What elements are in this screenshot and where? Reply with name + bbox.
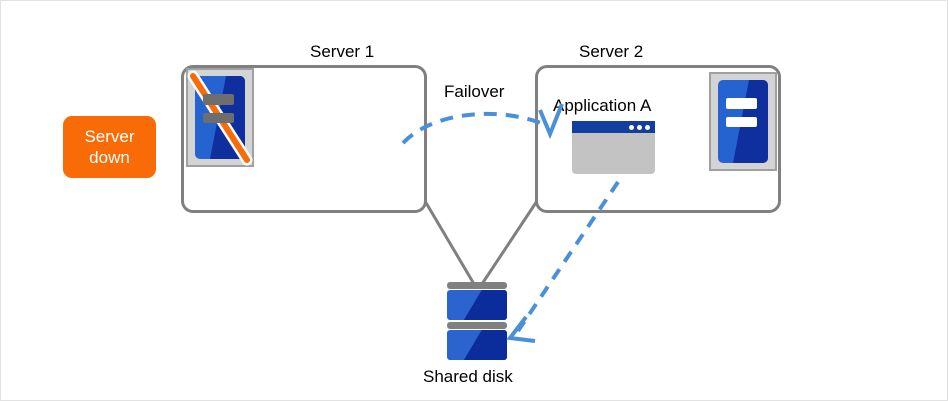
server1-label: Server 1 <box>310 42 375 61</box>
window-dot-1 <box>629 124 634 130</box>
server-icon-disabled <box>186 68 254 167</box>
failover-label: Failover <box>444 82 505 101</box>
server-icon <box>709 72 777 171</box>
application-a-label: Application A <box>553 96 652 115</box>
app-window-icon <box>572 121 655 174</box>
window-dot-2 <box>637 124 642 130</box>
server2-label: Server 2 <box>579 42 644 61</box>
server-down-badge-line1: Server <box>84 127 135 146</box>
shared-disk-label: Shared disk <box>423 367 513 386</box>
shared-disk-icon <box>447 282 507 362</box>
server-down-badge: Server down <box>63 116 156 178</box>
server-down-badge-line2: down <box>89 148 130 167</box>
window-dot-3 <box>645 124 650 130</box>
app-to-disk-arrowhead-icon <box>506 315 536 343</box>
server1-to-disk-line <box>423 200 476 285</box>
server2-to-disk-line <box>480 200 539 285</box>
